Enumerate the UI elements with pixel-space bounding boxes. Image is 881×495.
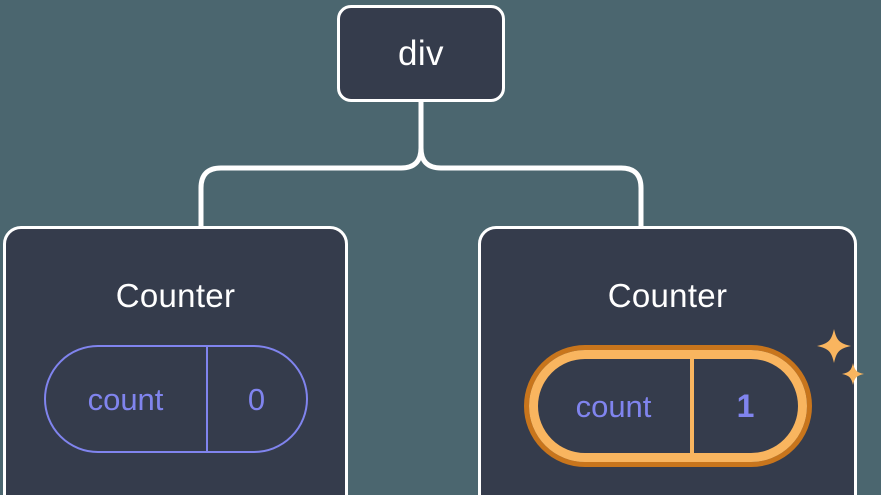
state-pill-left[interactable]: count 0: [43, 345, 308, 453]
node-counter-right[interactable]: Counter count 1: [478, 226, 864, 495]
state-pill-left-wrap: count 0: [43, 345, 308, 453]
state-pill-left-key-cell: count: [46, 347, 208, 451]
state-pill-right-value: 1: [736, 388, 755, 424]
sparkle-large-icon: [816, 329, 851, 363]
state-pill-right-key-cell: count: [538, 359, 694, 453]
state-pill-right-key: count: [575, 388, 652, 424]
state-pill-right[interactable]: count 1: [523, 345, 812, 467]
node-div[interactable]: div: [337, 5, 505, 102]
state-pill-right-value-cell: 1: [694, 359, 798, 453]
state-pill-left-key: count: [87, 381, 164, 417]
state-pill-left-value: 0: [247, 381, 266, 417]
node-counter-left-title: Counter: [115, 277, 236, 314]
sparkle-small-icon: [841, 363, 864, 385]
state-pill-right-wrap: count 1: [523, 329, 864, 467]
node-counter-left[interactable]: Counter count 0: [3, 226, 348, 495]
connector-branch-right: [418, 98, 644, 229]
connector-branch-left: [198, 98, 424, 229]
state-pill-right-inner: count 1: [528, 350, 807, 462]
node-div-title: div: [398, 34, 444, 73]
state-pill-left-value-cell: 0: [208, 347, 306, 451]
node-counter-right-title: Counter: [607, 277, 728, 314]
sparkle-group: [816, 329, 864, 385]
